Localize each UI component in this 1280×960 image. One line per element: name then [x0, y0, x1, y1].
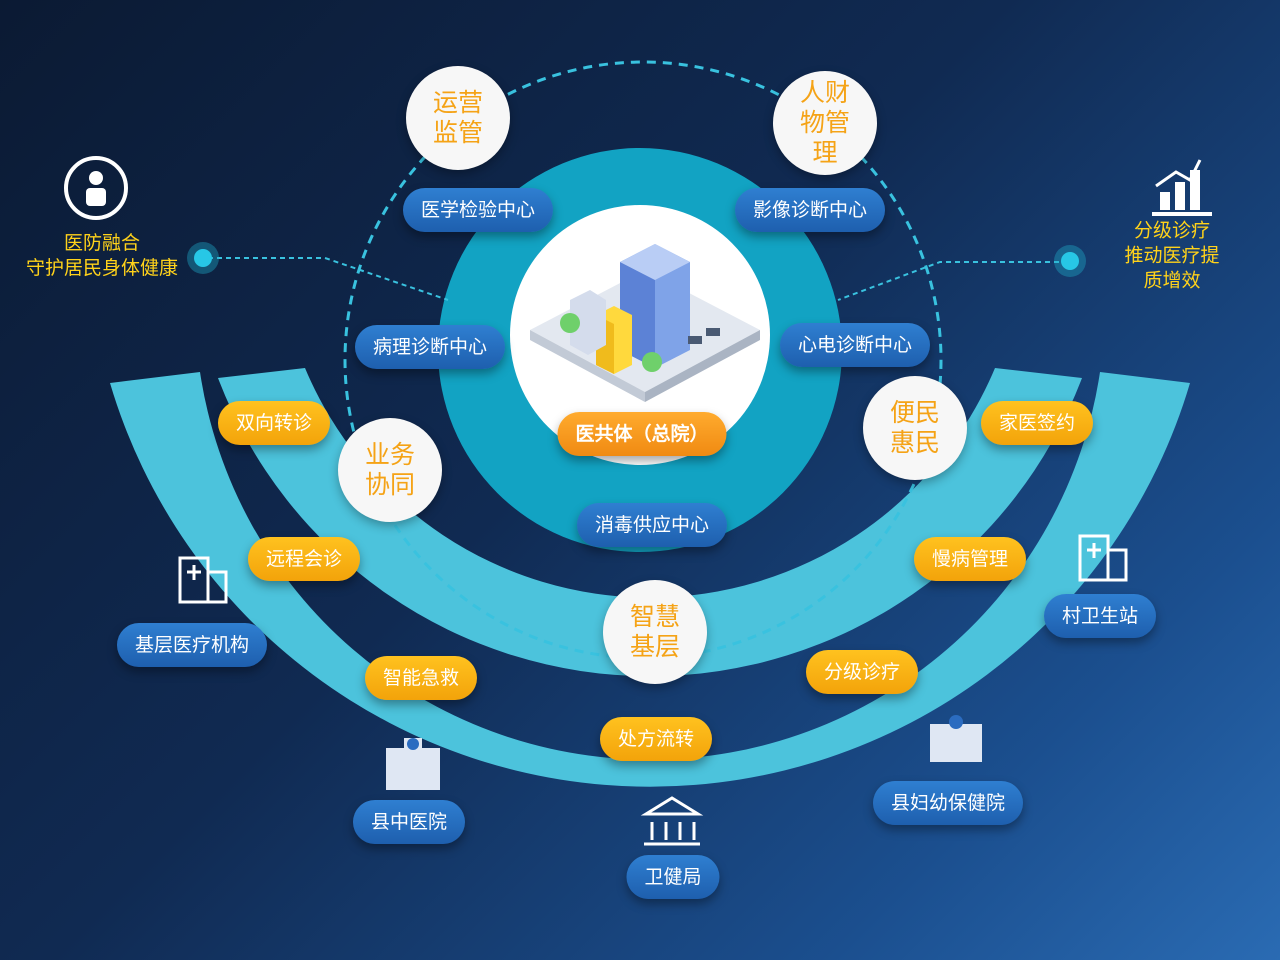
left-connector: [208, 257, 449, 301]
institution-mch-pill[interactable]: 县妇幼保健院: [872, 781, 1024, 825]
tcm-hospital-icon: [386, 738, 440, 790]
service-chronic-pill[interactable]: 慢病管理: [913, 537, 1027, 581]
center-hospital-label[interactable]: 医共体（总院）: [557, 412, 727, 456]
growth-chart-icon: [1152, 159, 1212, 216]
lab-center-pill[interactable]: 医学检验中心: [402, 188, 554, 232]
health-guard-icon: [64, 156, 128, 220]
theme-finance-bubble[interactable]: 人财 物管 理: [773, 71, 877, 175]
institution-village-pill[interactable]: 村卫生站: [1043, 594, 1157, 638]
theme-business-bubble[interactable]: 业务 协同: [338, 418, 442, 522]
health-bureau-icon: [640, 796, 704, 846]
imaging-center-pill[interactable]: 影像诊断中心: [734, 188, 886, 232]
middle-arc-band: [218, 368, 1082, 677]
right-goal-dot: [1061, 252, 1079, 270]
service-tiered-pill[interactable]: 分级诊疗: [805, 650, 919, 694]
service-emergency-pill[interactable]: 智能急救: [364, 656, 478, 700]
service-referral-pill[interactable]: 双向转诊: [217, 401, 331, 445]
sterile-supply-center-pill[interactable]: 消毒供应中心: [576, 503, 728, 547]
service-prescription-pill[interactable]: 处方流转: [599, 717, 713, 761]
service-family-pill[interactable]: 家医签约: [980, 401, 1094, 445]
institution-health-bureau-pill[interactable]: 卫健局: [626, 855, 720, 899]
institution-tcm-pill[interactable]: 县中医院: [352, 800, 466, 844]
hospital-illustration: [530, 244, 760, 402]
right-goal-text: 分级诊疗 推动医疗提质增效: [1124, 219, 1220, 292]
left-goal-dot: [194, 249, 212, 267]
theme-smart-bubble[interactable]: 智慧 基层: [603, 580, 707, 684]
right-connector: [837, 261, 1068, 301]
mch-hospital-icon: [930, 715, 982, 762]
pathology-center-pill[interactable]: 病理诊断中心: [354, 325, 506, 369]
theme-convenience-bubble[interactable]: 便民 惠民: [863, 376, 967, 480]
theme-ops-bubble[interactable]: 运营 监管: [406, 66, 510, 170]
institution-primary-pill[interactable]: 基层医疗机构: [116, 623, 268, 667]
village-clinic-icon: [1078, 534, 1128, 582]
primary-institution-icon: [178, 556, 228, 604]
ecg-center-pill[interactable]: 心电诊断中心: [779, 323, 931, 367]
service-remote-pill[interactable]: 远程会诊: [247, 537, 361, 581]
left-goal-text: 医防融合 守护居民身体健康: [25, 232, 179, 279]
